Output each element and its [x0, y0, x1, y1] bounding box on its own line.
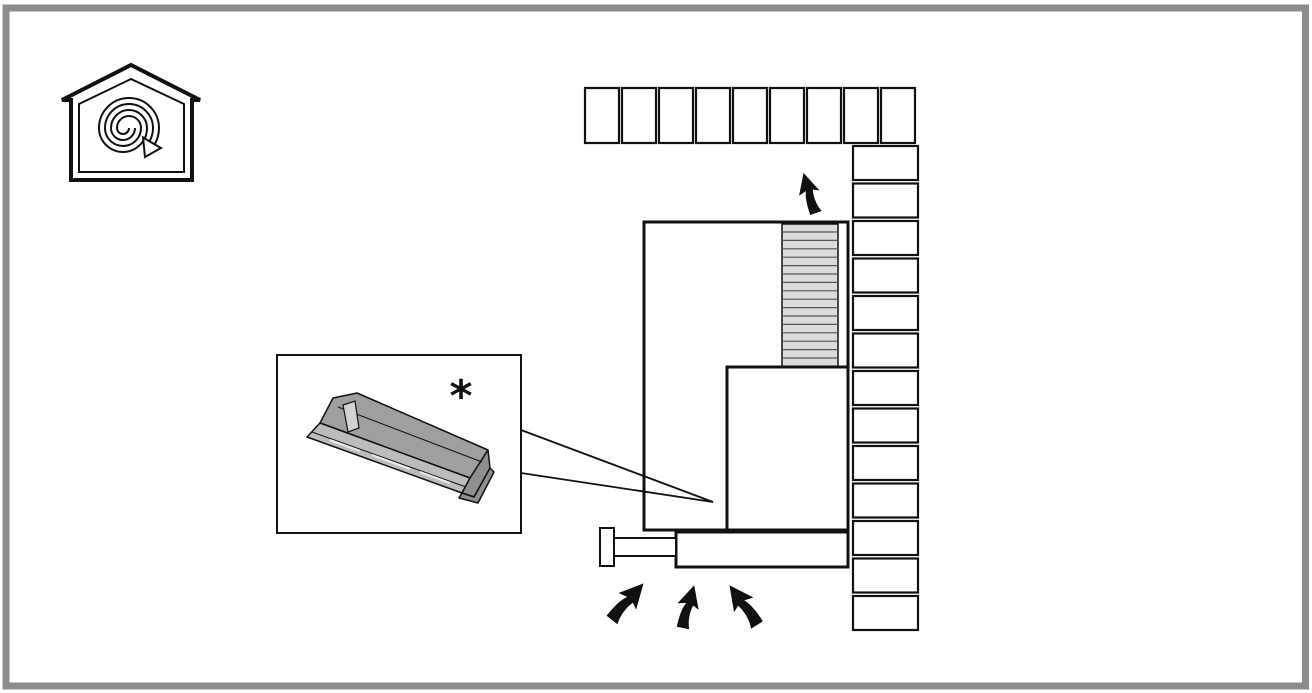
spiral-band-fill: [99, 99, 159, 151]
staircase-area: [781, 223, 839, 368]
wall-brick: [620, 86, 658, 145]
wall-brick: [851, 407, 920, 444]
wall-brick: [851, 519, 920, 557]
wall-brick: [768, 86, 806, 145]
house-inner-outline: [78, 77, 185, 173]
duct-end-cap: [599, 527, 615, 567]
wall-brick: [851, 594, 920, 632]
duct-connector: [613, 537, 677, 557]
spiral-arrowhead: [141, 135, 164, 159]
recirculation-arrow-icon: [97, 97, 164, 159]
house-outline: [61, 62, 201, 182]
airflow-arrow-icon: [792, 169, 827, 217]
wall-brick: [879, 86, 917, 145]
wall-brick: [731, 86, 769, 145]
vent-unit-icon: [306, 392, 495, 504]
wall-brick: [851, 369, 920, 407]
vent-slot: [419, 471, 451, 484]
wall-brick: [851, 332, 920, 369]
airflow-arrow-icon: [720, 577, 767, 632]
diagram-frame: [2, 4, 1309, 690]
floor-plan: [599, 220, 850, 569]
wall-brick: [851, 557, 920, 594]
airflow-arrow-icon: [602, 574, 652, 628]
vent-slot: [329, 439, 361, 452]
wall-brick: [851, 144, 920, 182]
wall-brick: [851, 482, 920, 519]
wall-brick: [657, 86, 695, 145]
vent-front-edge-line: [311, 431, 467, 488]
callout: *: [276, 354, 714, 534]
callout-pointer: [520, 429, 714, 503]
wall-brick: [851, 294, 920, 332]
wall-brick: [583, 86, 621, 145]
vent-ridge-line: [337, 406, 483, 463]
vent-slot: [371, 454, 411, 470]
wall-brick: [842, 86, 880, 145]
airflow-arrow-icon: [672, 582, 704, 631]
callout-marker: *: [449, 371, 472, 422]
vent-clip: [342, 400, 360, 433]
wall-brick: [851, 182, 920, 219]
house-recirculation-icon: [61, 62, 201, 182]
wall-brick: [694, 86, 732, 145]
floor-duct: [674, 530, 850, 569]
staircase: [781, 223, 839, 368]
vent-flange: [458, 467, 495, 504]
wall-brick: [805, 86, 843, 145]
wall-brick: [851, 257, 920, 294]
brick-wall: [583, 86, 920, 632]
wall-brick: [851, 444, 920, 482]
inner-room-outline: [725, 365, 850, 532]
wall-brick: [851, 219, 920, 257]
